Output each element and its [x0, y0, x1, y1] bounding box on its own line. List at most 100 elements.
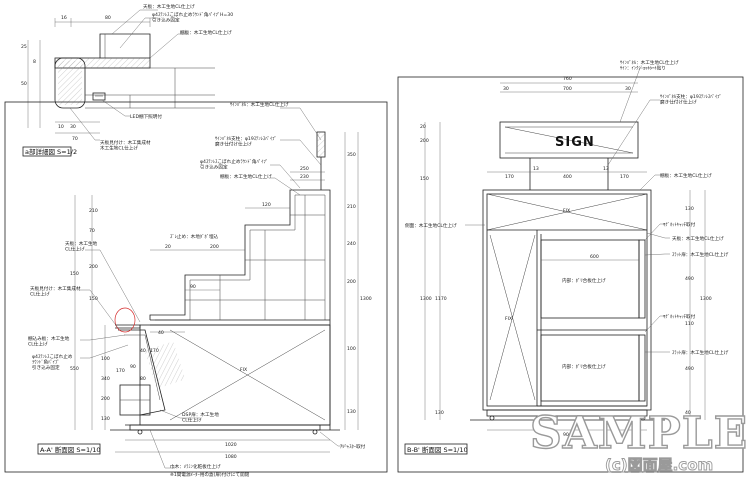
- aa-dim: 120: [262, 202, 271, 208]
- bb-note: 天板：木工生地CL仕上げ: [672, 235, 724, 242]
- detail-dim: 10: [58, 124, 64, 130]
- bb-note: ｻｲﾝﾊﾟﾈﾙ支柱：φ19ｽﾃﾝﾚｽﾊﾟｲﾌﾟ磨き仕付け仕上げ: [660, 93, 722, 106]
- aa-note: 棚板：木工生地CL仕上げ: [220, 173, 272, 180]
- watermark-sub: (c)図面屋.com: [605, 456, 713, 474]
- bb-dim: 1170: [435, 296, 447, 302]
- bb-dim: 490: [685, 366, 694, 372]
- bb-dim: 760: [563, 76, 572, 82]
- aa-dim: 100: [347, 346, 356, 352]
- bb-title: B-B' 断面図 S=1/10: [407, 445, 468, 454]
- bb-dim: 400: [563, 174, 572, 180]
- bb-dim: 700: [563, 86, 572, 92]
- detail-note: 天板：木工生地CL仕上げ: [143, 3, 195, 10]
- detail-view: 16 80 25 50 8 10 30 70 天板：木工生地CL: [21, 3, 233, 157]
- bb-dim: 200: [420, 138, 429, 144]
- aa-dim: 550: [70, 366, 79, 372]
- detail-title: a部詳細図 S=1/2: [25, 147, 77, 156]
- aa-note: ｻｲﾝﾊﾟﾈﾙ支柱：φ19ｽﾃﾝﾚｽﾊﾟｲﾌﾟ磨き仕付け仕上げ: [215, 135, 277, 148]
- aa-dim: 130: [101, 416, 110, 422]
- aa-dim: 20: [165, 244, 171, 250]
- detail-dim: 80: [105, 15, 111, 21]
- aa-dim: 150: [70, 271, 79, 277]
- aa-dim: 350: [347, 152, 356, 158]
- bb-dim: 490: [685, 276, 694, 282]
- bb-note: ｻｲﾝﾊﾟﾈﾙ：木工生地CL仕上げｻｲﾝ：ｲﾝｸｼﾞｪｯﾄｼｰﾄ貼り: [620, 59, 679, 72]
- bb-dim: 13: [533, 166, 539, 172]
- bb-note: ｽﾗｯﾄ扉：木工生地CL仕上げ: [672, 349, 729, 356]
- aa-dim: 90: [130, 364, 136, 370]
- aa-dim: 40: [158, 330, 164, 336]
- bb-note: ﾏｸﾞﾈｯﾄｷｬｯﾁ取付: [663, 221, 696, 228]
- bb-panel-label: FIX: [505, 316, 512, 322]
- bb-note: 内部：ﾎﾟﾘ合板仕上げ: [562, 363, 606, 370]
- aa-note: φ4ｽﾃﾝﾚｽこぼれ止めﾗｳﾝﾄﾞ角ﾊﾟｲﾌﾟ引き込み固定: [32, 353, 73, 371]
- aa-dim: 250: [300, 166, 309, 172]
- detail-note: LED棚下照明付: [130, 113, 162, 120]
- bb-note: 棚板：木工生地CL仕上げ: [660, 172, 712, 179]
- bb-dim: 13: [603, 166, 609, 172]
- aa-dim: 210: [89, 208, 98, 214]
- bb-dim: 150: [420, 176, 429, 182]
- bb-dim: 40: [685, 410, 691, 416]
- aa-dim: 1020: [225, 442, 237, 448]
- bb-dim: 1300: [420, 296, 432, 302]
- detail-dim: 50: [21, 81, 27, 87]
- aa-dim: 200: [89, 264, 98, 270]
- detail-dim: 30: [70, 124, 76, 130]
- aa-dim: 130: [347, 409, 356, 415]
- aa-dim: 210: [347, 204, 356, 210]
- bb-panel-label: FIX: [563, 208, 570, 214]
- bb-dim: 30: [503, 86, 509, 92]
- aa-dim: 100: [101, 356, 110, 362]
- aa-note: ｱｼﾞｬｽﾀｰ取付: [340, 443, 366, 450]
- aa-dim: 240: [347, 241, 356, 247]
- aa-dim: 170: [150, 348, 159, 354]
- aa-dim: 150: [89, 296, 98, 302]
- section-aa: FIX 210 70 200 150 150 550 100 340 200 1…: [4, 101, 388, 478]
- detail-dim: 8: [33, 59, 36, 65]
- aa-dim: 90: [190, 284, 196, 290]
- aa-dim: 340: [101, 376, 110, 382]
- bb-dim: 20: [420, 124, 426, 130]
- aa-dim: 1300: [360, 296, 372, 302]
- aa-note: ※1間電源ﾒｰﾀｰ用の蓋(扉)付けにて開閉: [170, 471, 250, 478]
- aa-dim: 80: [140, 376, 146, 382]
- bb-dim: 1300: [700, 296, 712, 302]
- watermark: SAMPLE (c)図面屋.com: [529, 407, 748, 474]
- bb-dim: 110: [685, 321, 694, 327]
- section-bb: SIGN FIX FIX 内部：ﾎﾟﾘ合板仕上げ 内部：ﾎﾟﾘ合板仕上げ: [397, 59, 744, 473]
- bb-dim: 30: [625, 86, 631, 92]
- aa-dim: 40: [140, 348, 146, 354]
- aa-note: 巾木：ﾒﾗﾐﾝ化粧板仕上げ: [170, 463, 221, 470]
- detail-note: 天板見付け：木工集成材木工生地CL仕上げ: [100, 139, 151, 152]
- detail-dim: 16: [61, 15, 67, 21]
- aa-note: φ4ｽﾃﾝﾚｽこぼれ止めﾗｳﾝﾄﾞ角ﾊﾟｲﾌﾟ引き込み固定: [200, 158, 268, 171]
- detail-dim: 25: [21, 44, 27, 50]
- bb-note: ﾏｸﾞﾈｯﾄｷｬｯﾁ取付: [663, 313, 696, 320]
- aa-title: A-A' 断面図 S=1/10: [40, 445, 101, 454]
- aa-dim: 70: [89, 228, 95, 234]
- aa-dim: 170: [116, 368, 125, 374]
- watermark-main: SAMPLE: [530, 408, 748, 459]
- bb-dim: 900: [563, 432, 572, 438]
- aa-dim: 200: [101, 396, 110, 402]
- detail-note: 棚板：木工生地CL仕上げ: [180, 29, 232, 36]
- bb-dim: 600: [590, 254, 599, 260]
- detail-dim: 70: [72, 136, 78, 142]
- aa-dim: 200: [210, 244, 219, 250]
- bb-dim: 130: [435, 410, 444, 416]
- aa-dim: 230: [300, 174, 309, 180]
- aa-fix-label: FIX: [240, 367, 247, 373]
- aa-dim: 200: [347, 279, 356, 285]
- bb-note: ｽﾗｯﾄ扉：木工生地CL仕上げ: [672, 251, 729, 258]
- bb-dim: 170: [620, 174, 629, 180]
- bb-dim: 170: [505, 174, 514, 180]
- sign-text: SIGN: [555, 135, 595, 150]
- aa-dim: 1080: [225, 454, 237, 460]
